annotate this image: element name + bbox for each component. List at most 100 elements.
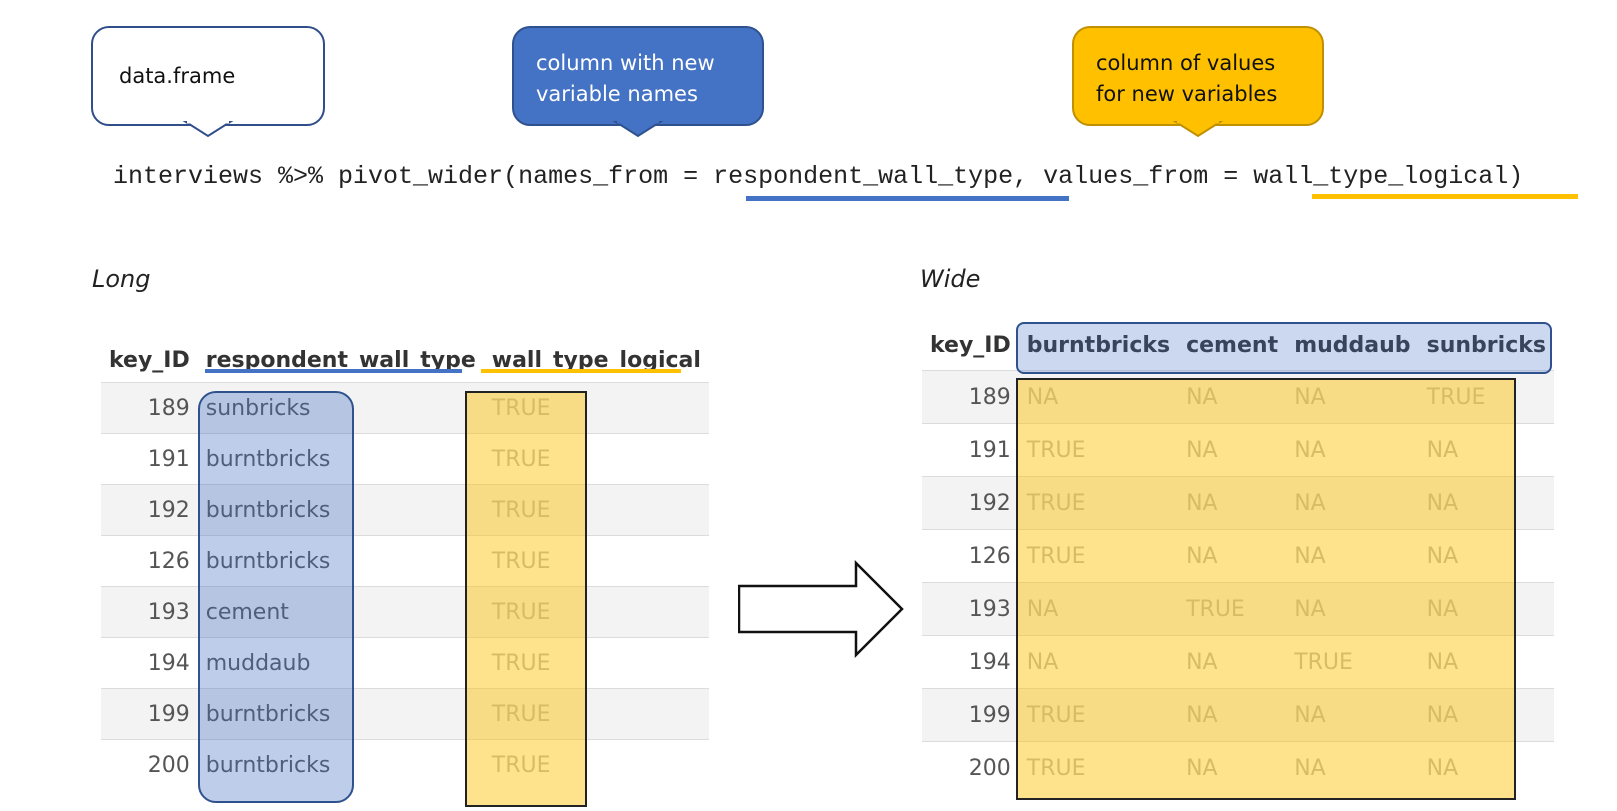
wide-header-key-id: key_ID — [930, 332, 1011, 358]
wide-cement-cell: NA — [1178, 370, 1287, 424]
long-table-header-row: key_ID respondent_wall_type wall_type_lo… — [101, 338, 709, 383]
wide-muddaub-cell: NA — [1286, 688, 1419, 742]
callout-values-line-1: column of values — [1096, 51, 1276, 75]
long-key-cell: 194 — [101, 637, 198, 689]
wide-cement-cell: TRUE — [1178, 582, 1287, 636]
wide-sunbricks-cell: NA — [1418, 688, 1554, 742]
wide-table-header-row: key_ID burntbricks cement muddaub sunbri… — [922, 320, 1554, 371]
wide-muddaub-cell: NA — [1286, 582, 1419, 636]
long-logical-cell: TRUE — [483, 382, 709, 434]
long-key-cell: 193 — [101, 586, 198, 638]
wide-burntbricks-cell: TRUE — [1018, 741, 1179, 794]
callout-names-line-2: variable names — [536, 82, 698, 106]
wide-key-cell: 189 — [922, 370, 1019, 424]
long-header-blue-underline — [205, 369, 462, 373]
wide-table: key_ID burntbricks cement muddaub sunbri… — [922, 320, 1554, 794]
long-wall-type-cell: muddaub — [197, 637, 484, 689]
wide-sunbricks-cell: NA — [1418, 635, 1554, 689]
callout-names-line-1: column with new — [536, 51, 715, 75]
long-wall-type-cell: burntbricks — [197, 535, 484, 587]
wide-cement-cell: NA — [1178, 688, 1287, 742]
long-logical-cell: TRUE — [483, 433, 709, 485]
code-middle: , values_from = — [1013, 162, 1254, 191]
long-wall-type-cell: sunbricks — [197, 382, 484, 434]
wide-key-cell: 192 — [922, 476, 1019, 530]
wide-label: Wide — [920, 265, 981, 293]
wide-sunbricks-cell: NA — [1418, 529, 1554, 583]
wide-cement-cell: NA — [1178, 741, 1287, 794]
wide-sunbricks-cell: NA — [1418, 582, 1554, 636]
wide-key-cell: 193 — [922, 582, 1019, 636]
wide-key-cell: 194 — [922, 635, 1019, 689]
code-values-arg: wall_type_logical — [1253, 162, 1509, 191]
callout-names-from: column with new variable names — [512, 26, 764, 138]
long-key-cell: 199 — [101, 688, 198, 740]
wide-burntbricks-cell: TRUE — [1018, 476, 1179, 530]
wide-sunbricks-cell: NA — [1418, 741, 1554, 794]
callout-data-frame-text: data.frame — [119, 64, 236, 88]
wide-burntbricks-cell: NA — [1018, 582, 1179, 636]
wide-cement-cell: NA — [1178, 529, 1287, 583]
long-logical-cell: TRUE — [483, 535, 709, 587]
wide-muddaub-cell: NA — [1286, 423, 1419, 477]
long-header-respondent-wall-type: respondent_wall_type — [205, 347, 476, 373]
long-header-key-id: key_ID — [109, 347, 190, 373]
wide-key-cell: 199 — [922, 688, 1019, 742]
wide-header-burntbricks: burntbricks — [1026, 332, 1171, 358]
long-wall-type-cell: burntbricks — [197, 739, 484, 790]
wide-burntbricks-cell: NA — [1018, 370, 1179, 424]
wide-burntbricks-cell: TRUE — [1018, 423, 1179, 477]
wide-muddaub-cell: NA — [1286, 476, 1419, 530]
code-prefix: interviews %>% pivot_wider(names_from = — [113, 162, 714, 191]
wide-cement-cell: NA — [1178, 635, 1287, 689]
long-logical-cell: TRUE — [483, 637, 709, 689]
wide-muddaub-cell: NA — [1286, 370, 1419, 424]
wide-key-cell: 126 — [922, 529, 1019, 583]
wide-key-cell: 200 — [922, 741, 1019, 794]
long-logical-cell: TRUE — [483, 739, 709, 790]
long-wall-type-cell: burntbricks — [197, 433, 484, 485]
long-key-cell: 191 — [101, 433, 198, 485]
wide-muddaub-cell: TRUE — [1286, 635, 1419, 689]
wide-burntbricks-cell: NA — [1018, 635, 1179, 689]
code-suffix: ) — [1508, 162, 1524, 191]
callout-values-from: column of values for new variables — [1072, 26, 1324, 138]
long-key-cell: 200 — [101, 739, 198, 790]
right-arrow-icon — [738, 560, 904, 659]
callout-tail-icon — [182, 120, 234, 138]
long-key-cell: 126 — [101, 535, 198, 587]
long-header-gold-underline — [481, 369, 681, 373]
long-key-cell: 192 — [101, 484, 198, 536]
long-logical-cell: TRUE — [483, 586, 709, 638]
names-arg-underline — [746, 196, 1069, 201]
long-logical-cell: TRUE — [483, 688, 709, 740]
callout-tail-icon — [612, 120, 664, 138]
long-key-cell: 189 — [101, 382, 198, 434]
values-arg-underline — [1312, 194, 1578, 199]
wide-cement-cell: NA — [1178, 423, 1287, 477]
code-names-arg: respondent_wall_type — [713, 162, 1014, 191]
long-table: key_ID respondent_wall_type wall_type_lo… — [101, 338, 709, 790]
long-wall-type-cell: cement — [197, 586, 484, 638]
long-header-wall-type-logical: wall_type_logical — [491, 347, 701, 373]
callout-data-frame: data.frame — [91, 26, 325, 138]
long-label: Long — [92, 265, 151, 293]
wide-sunbricks-cell: NA — [1418, 423, 1554, 477]
wide-header-sunbricks: sunbricks — [1426, 332, 1546, 358]
wide-key-cell: 191 — [922, 423, 1019, 477]
